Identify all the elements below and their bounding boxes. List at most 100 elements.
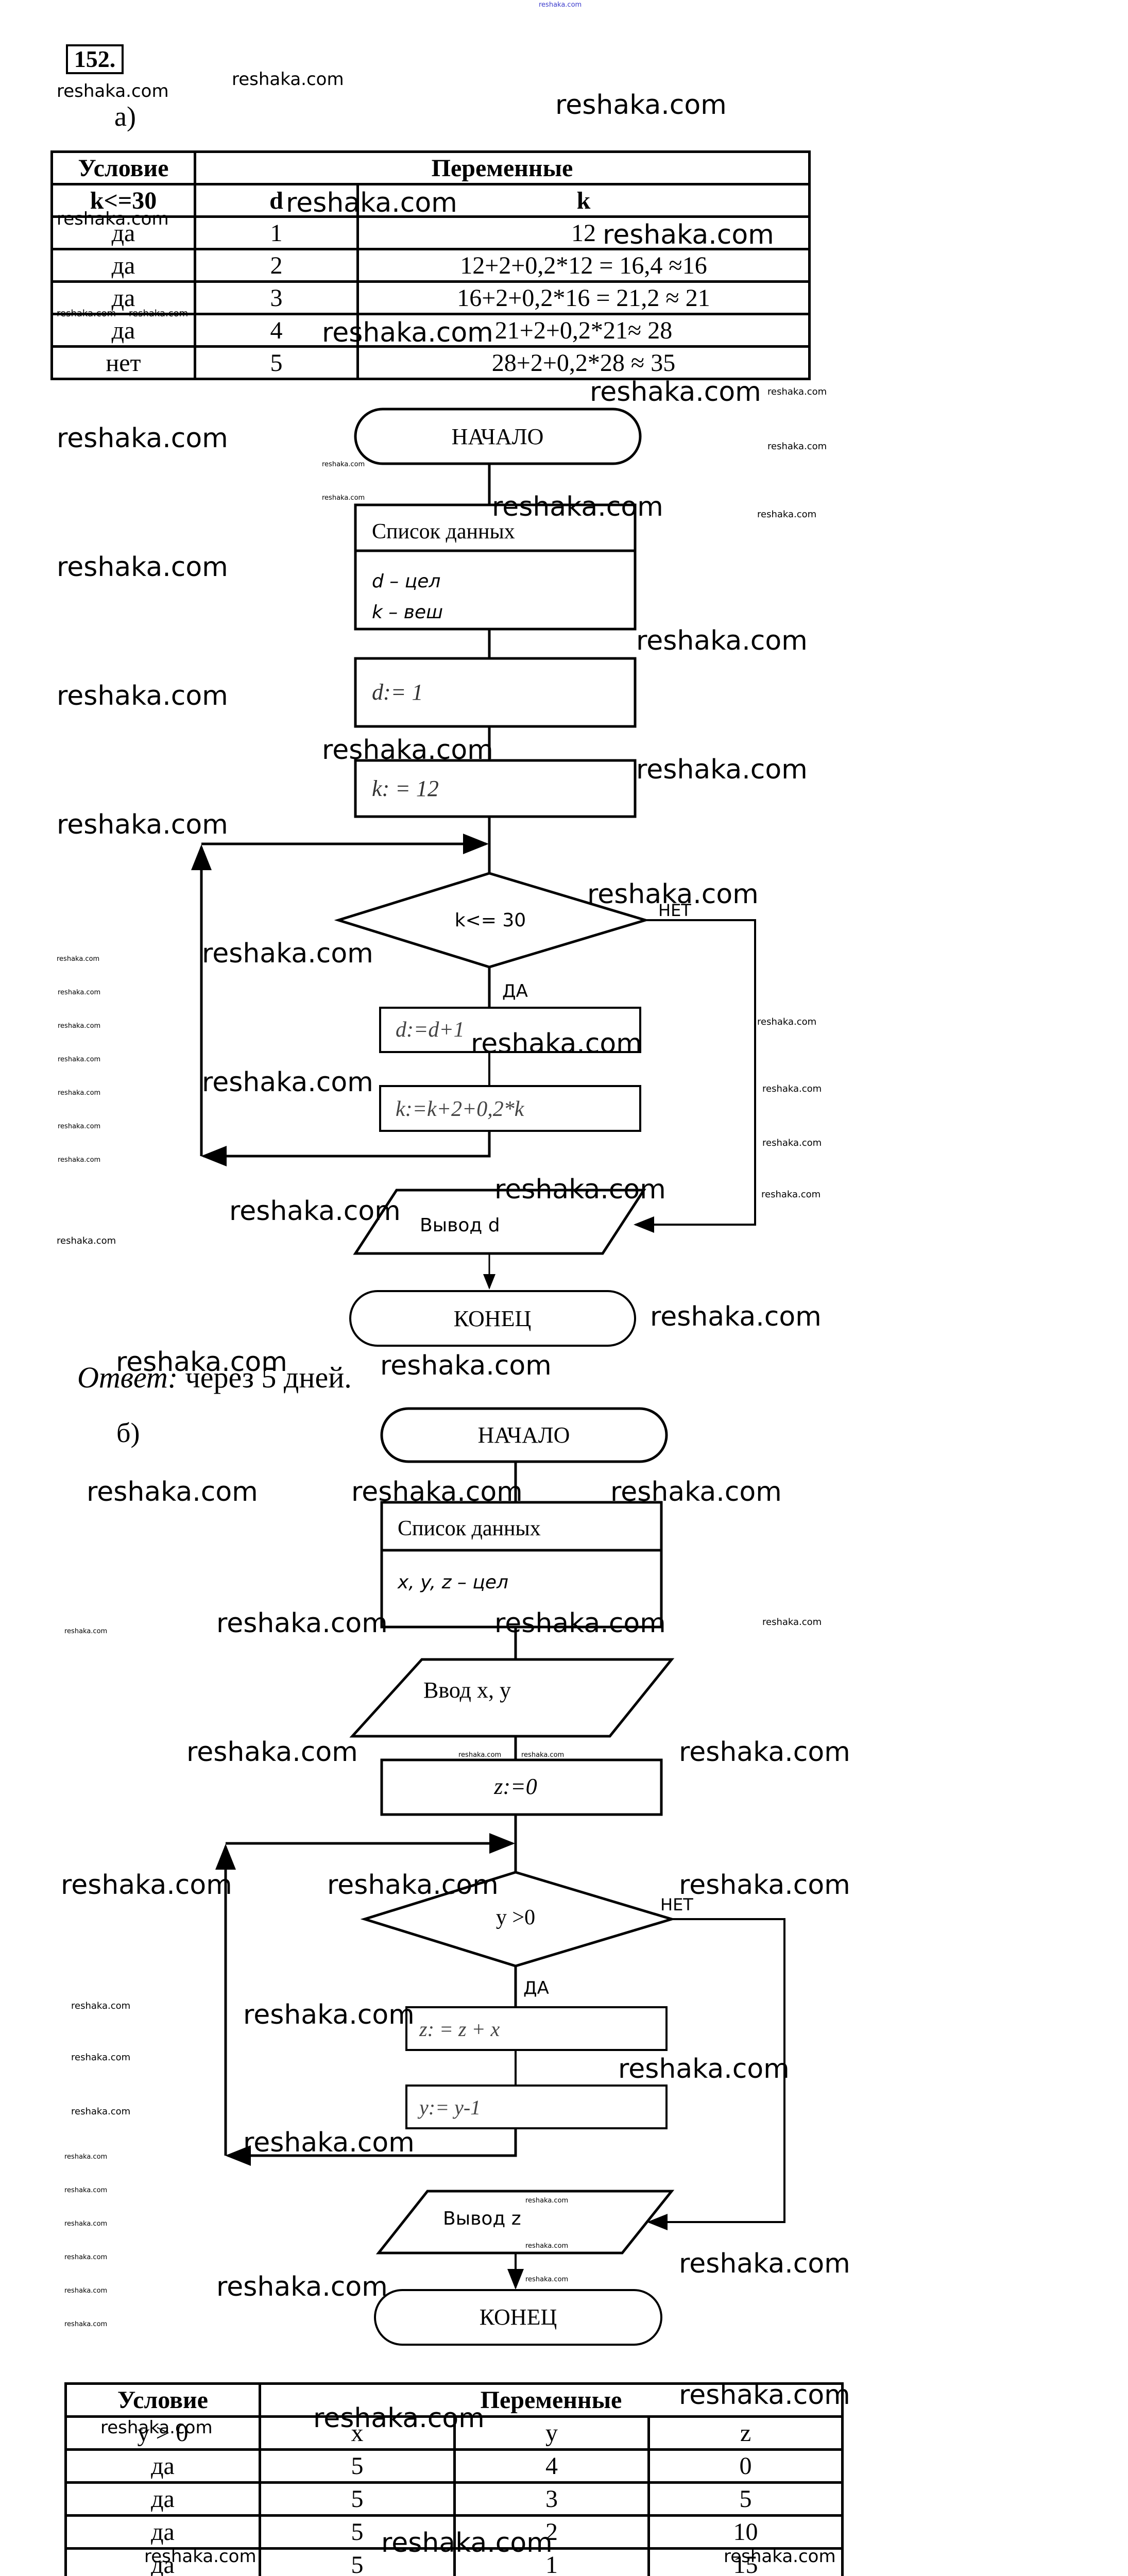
cell-x: 5 — [259, 2547, 456, 2576]
step-z-label: z: = z + x — [419, 2018, 500, 2041]
watermark-text: reshaka.com — [322, 494, 365, 502]
cell-condition: да — [50, 215, 196, 250]
step-d-increment — [379, 1007, 641, 1053]
cell-x: 5 — [259, 2514, 456, 2550]
watermark-text: reshaka.com — [61, 1870, 232, 1901]
output-label: Вывод d — [420, 1215, 500, 1236]
cell-z: 0 — [647, 2448, 844, 2484]
watermark-text: reshaka.com — [603, 219, 774, 250]
answer-label: Ответ: — [77, 1361, 178, 1394]
watermark-text: reshaka.com — [458, 1751, 502, 1759]
watermark-text: reshaka.com — [57, 81, 169, 101]
watermark-text: reshaka.com — [679, 1870, 850, 1901]
data-list-title: Список данных — [372, 520, 515, 544]
cell-y: 4 — [453, 2448, 650, 2484]
input-parallelogram — [349, 1658, 675, 1738]
cell-d: 1 — [194, 215, 359, 250]
cell-condition: да — [50, 248, 196, 283]
watermark-text: reshaka.com — [144, 2546, 257, 2567]
watermark-text: reshaka.com — [202, 1067, 373, 1098]
step-y-decrement — [405, 2084, 668, 2129]
cell-k: 28+2+0,2*28 ≈ 35 — [356, 345, 811, 380]
watermark-text: reshaka.com — [679, 2380, 850, 2411]
assign-z-block — [380, 1758, 663, 1816]
watermark-text: reshaka.com — [57, 1235, 116, 1246]
watermark-text: reshaka.com — [767, 386, 827, 397]
condition-label: k<= 30 — [455, 910, 526, 931]
step-d-label: d:=d+1 — [396, 1018, 465, 1042]
data-list-item-d: d – цел — [372, 571, 440, 592]
watermark-text: reshaka.com — [313, 2403, 485, 2434]
end-terminal — [349, 1290, 636, 1347]
watermark-text: reshaka.com — [71, 2052, 131, 2063]
watermark-text: reshaka.com — [521, 1751, 565, 1759]
watermark-text: reshaka.com — [202, 938, 373, 969]
watermark-text: reshaka.com — [381, 2528, 553, 2558]
watermark-text: reshaka.com — [762, 1138, 822, 1148]
no-branch-line — [634, 919, 756, 1233]
cell-d: 4 — [194, 313, 359, 348]
watermark-text: reshaka.com — [243, 1999, 415, 2030]
watermark-text: reshaka.com — [327, 1870, 499, 1901]
cell-x: 5 — [259, 2448, 456, 2484]
cell-z: 5 — [647, 2481, 844, 2517]
column-y: y — [453, 2415, 650, 2451]
output-parallelogram — [375, 2190, 675, 2255]
watermark-text: reshaka.com — [64, 1628, 108, 1635]
watermark-text: reshaka.com — [64, 2287, 108, 2295]
flowchart-a: НАЧАЛО Список данных d – цел k – веш d:=… — [191, 408, 756, 1347]
loop-back-arrow — [201, 1131, 491, 1166]
header-condition: Условие — [64, 2382, 261, 2418]
cell-condition: да — [50, 280, 196, 315]
cell-y: 3 — [453, 2481, 650, 2517]
watermark-text: reshaka.com — [525, 2242, 569, 2250]
step-k-update — [379, 1085, 641, 1132]
step-y-label: y:= y-1 — [417, 2096, 481, 2119]
cell-d: 2 — [194, 248, 359, 283]
output-parallelogram — [353, 1189, 646, 1255]
start-label: НАЧАЛО — [452, 424, 544, 449]
cell-condition: да — [64, 2514, 261, 2550]
watermark-text: reshaka.com — [525, 2276, 569, 2283]
watermark-text: reshaka.com — [229, 1196, 401, 1227]
watermark-text: reshaka.com — [57, 552, 228, 583]
cell-k: 12+2+0,2*12 = 16,4 ≈16 — [356, 248, 811, 283]
data-list-block — [354, 503, 637, 631]
cell-z: 10 — [647, 2514, 844, 2550]
top-site-link[interactable]: reshaka.com — [539, 1, 582, 9]
watermark-text: reshaka.com — [58, 1056, 101, 1063]
answer-line: Ответ: через 5 дней. — [77, 1360, 352, 1395]
start-terminal — [354, 408, 642, 465]
watermark-text: reshaka.com — [64, 2253, 108, 2261]
watermark-text: reshaka.com — [724, 2546, 836, 2567]
cell-k: 12 — [356, 215, 811, 250]
header-condition: Условие — [50, 150, 196, 185]
watermark-text: reshaka.com — [64, 2153, 108, 2161]
watermark-text: reshaka.com — [71, 2001, 131, 2011]
watermark-text: reshaka.com — [100, 2417, 213, 2438]
watermark-text: reshaka.com — [494, 1608, 666, 1639]
end-terminal — [374, 2289, 662, 2346]
watermark-text: reshaka.com — [471, 1028, 642, 1059]
watermark-text: reshaka.com — [243, 2127, 415, 2158]
watermark-text: reshaka.com — [762, 1083, 822, 1094]
watermark-text: reshaka.com — [129, 308, 189, 319]
no-label: НЕТ — [658, 901, 691, 920]
part-a-label: а) — [114, 101, 136, 132]
data-list-item-k: k – веш — [372, 602, 443, 623]
watermark-text: reshaka.com — [380, 1350, 552, 1381]
input-label: Ввод x, y — [423, 1677, 511, 1703]
data-list-item-xyz: x, y, z – цел — [397, 1572, 508, 1593]
watermark-text: reshaka.com — [767, 441, 827, 452]
watermark-text: reshaka.com — [636, 754, 808, 785]
watermark-text: reshaka.com — [64, 2220, 108, 2228]
watermark-text: reshaka.com — [57, 209, 169, 229]
watermark-text: reshaka.com — [186, 1737, 358, 1768]
cell-d: 5 — [194, 345, 359, 380]
